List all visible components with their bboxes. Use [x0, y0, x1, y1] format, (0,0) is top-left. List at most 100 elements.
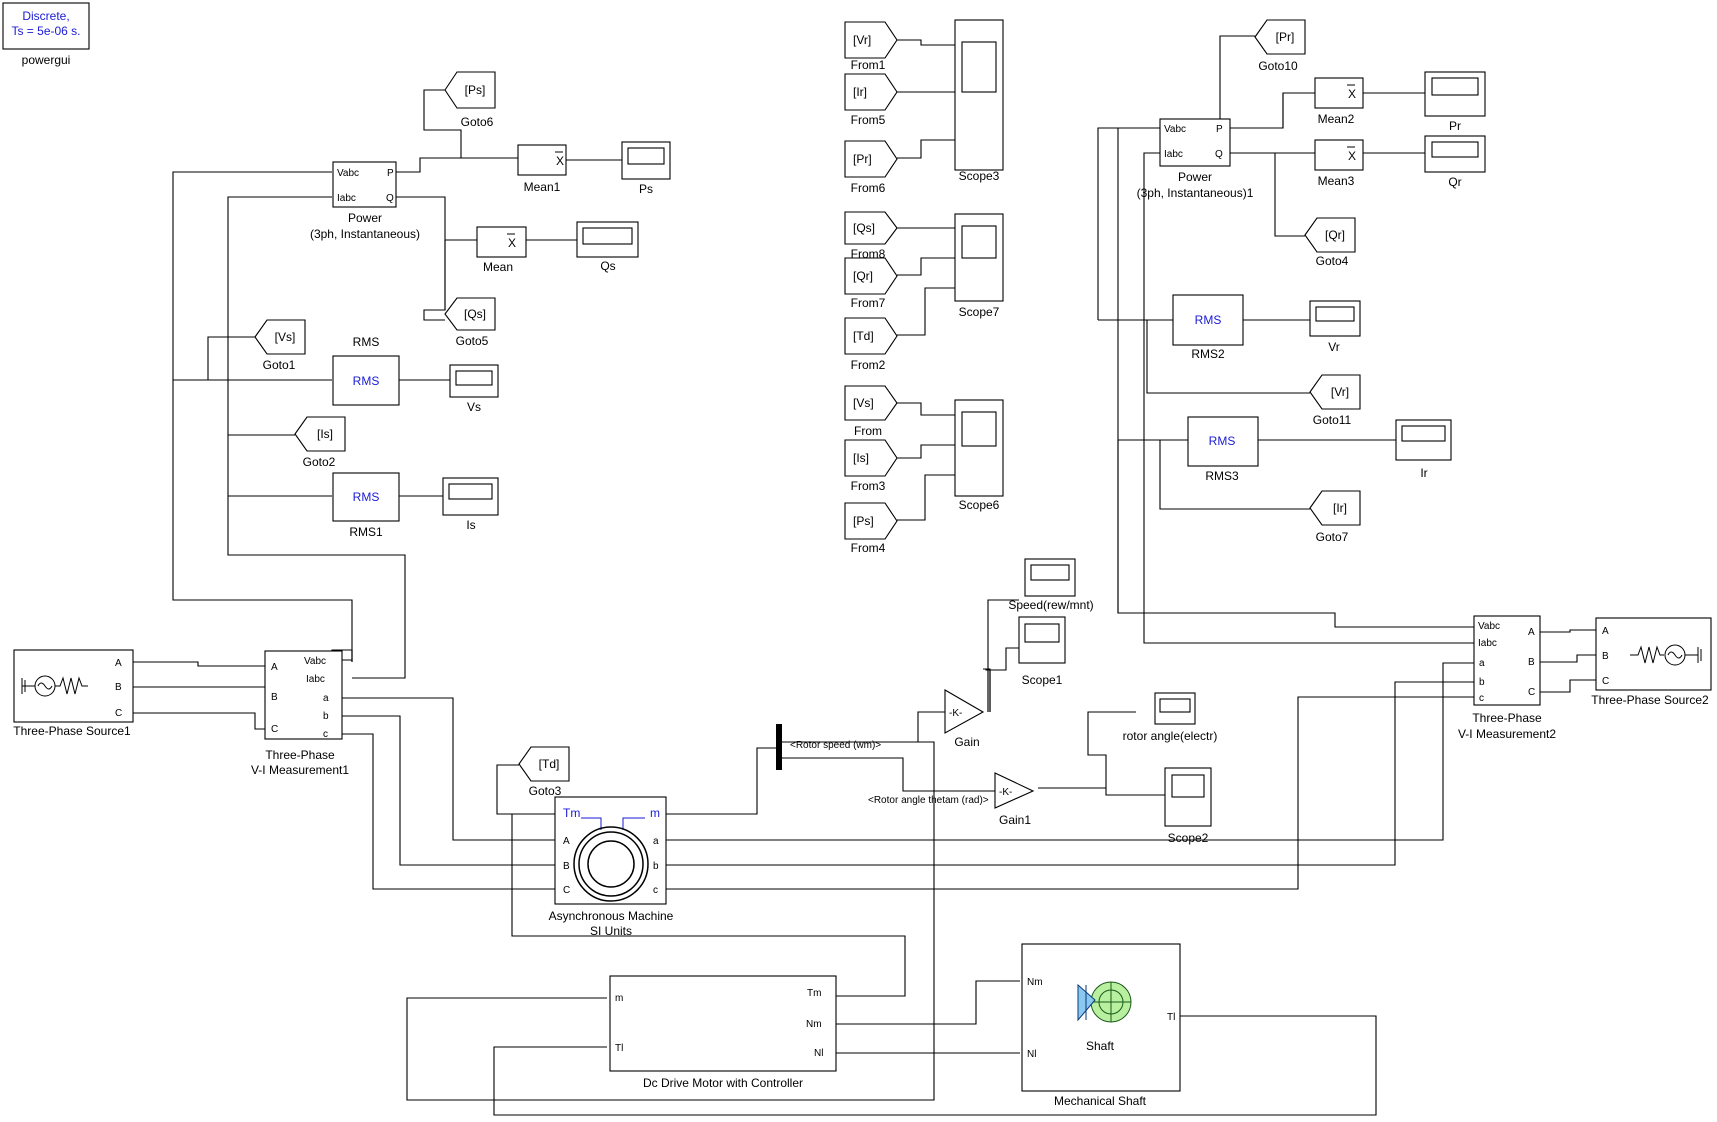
mean-symbol: X: [1348, 87, 1356, 101]
rms2-block[interactable]: RMS RMS2: [1172, 294, 1244, 361]
vi-measurement1[interactable]: A B C Vabc Iabc a b c Three-Phase V-I Me…: [251, 650, 349, 777]
scope7[interactable]: Scope7: [954, 213, 1004, 319]
from-name: From4: [851, 541, 886, 555]
port-label: Nl: [814, 1048, 823, 1059]
rms-block[interactable]: RMS RMS: [332, 335, 400, 406]
goto-name: Goto10: [1258, 59, 1298, 73]
from-block-8[interactable]: [Is]From3: [844, 439, 898, 493]
port-label: Iabc: [306, 674, 325, 685]
power-block1[interactable]: Vabc Iabc P Q Power (3ph, Instantaneous): [310, 161, 420, 241]
from-block-5[interactable]: [Qr]From7: [844, 257, 898, 310]
display-rotor-angle[interactable]: rotor angle(electr): [1123, 692, 1218, 743]
goto-name: Goto3: [529, 784, 562, 798]
goto-block-2[interactable]: [Qs]Goto5: [444, 297, 496, 348]
port-label: P: [387, 168, 394, 179]
from-name: From: [854, 424, 882, 438]
from-block-6[interactable]: [Td]From2: [844, 317, 898, 372]
machine-tm-port: Tm: [563, 806, 580, 820]
display-vs[interactable]: Vs: [449, 364, 499, 414]
goto-block-8[interactable]: [Vr]Goto11: [1309, 374, 1361, 427]
three-phase-source1[interactable]: A B C Three-Phase Source1: [13, 649, 134, 738]
goto-name: Goto7: [1316, 530, 1349, 544]
port-label-c: C: [1602, 676, 1609, 687]
bus-selector[interactable]: <Rotor speed (wm)> <Rotor angle thetam (…: [776, 724, 989, 806]
from-tag: [Qs]: [853, 221, 875, 235]
three-phase-source2[interactable]: A B C Three-Phase Source2: [1591, 617, 1712, 707]
dc-drive-motor-controller[interactable]: m Tl Tm Nm Nl Dc Drive Motor with Contro…: [609, 975, 837, 1090]
scope1[interactable]: Scope1: [1018, 616, 1066, 687]
goto-block-5[interactable]: [Td] Goto3: [518, 746, 570, 798]
display-vr[interactable]: Vr: [1309, 300, 1361, 354]
goto-tag: [Qr]: [1325, 228, 1345, 242]
goto-block-6[interactable]: [Pr]Goto10: [1254, 19, 1306, 73]
scope3[interactable]: Scope3: [954, 19, 1004, 183]
gain-block[interactable]: -K- Gain: [944, 689, 985, 749]
from-tag: [Vr]: [853, 33, 871, 47]
from-block-2[interactable]: [Ir]From5: [844, 73, 898, 127]
scope-label: Scope1: [1022, 673, 1063, 687]
from-block-9[interactable]: [Ps]From4: [844, 502, 898, 555]
mean3-block[interactable]: X Mean3: [1314, 139, 1364, 188]
mechanical-shaft[interactable]: Nm Nl Tl Shaft Mechanical Shaft: [1021, 943, 1181, 1108]
rms1-block[interactable]: RMS RMS1: [332, 472, 400, 539]
goto-tag: [Qs]: [464, 307, 486, 321]
display-speed[interactable]: Speed(rew/mnt): [1008, 558, 1094, 612]
goto-block-3[interactable]: [Vs]Goto1: [254, 319, 306, 372]
scope6[interactable]: Scope6: [954, 399, 1004, 512]
port-label: Q: [1215, 149, 1223, 160]
scope-label: Scope6: [959, 498, 1000, 512]
goto-block-7[interactable]: [Qr]Goto4: [1304, 217, 1356, 268]
source2-label: Three-Phase Source2: [1591, 693, 1709, 707]
machine-m-port: m: [650, 806, 660, 820]
goto-tag: [Td]: [539, 757, 560, 771]
power-block2[interactable]: Vabc Iabc P Q Power (3ph, Instantaneous)…: [1137, 118, 1254, 200]
port-label: A: [1528, 627, 1535, 638]
rms1-label: RMS1: [349, 525, 383, 539]
gain1-block[interactable]: -K- Gain1: [994, 772, 1035, 827]
display-is[interactable]: Is: [442, 477, 499, 532]
rms-text: RMS: [353, 374, 380, 388]
goto-block-4[interactable]: [Is]Goto2: [294, 416, 346, 469]
display-pr[interactable]: Pr: [1424, 71, 1486, 133]
port-label: Vabc: [304, 656, 326, 667]
goto-block-9[interactable]: [Ir]Goto7: [1309, 490, 1361, 544]
goto-name: Goto6: [461, 115, 494, 129]
power2-label2: (3ph, Instantaneous)1: [1137, 186, 1254, 200]
powergui-label: powergui: [22, 53, 71, 67]
vi-measurement2[interactable]: Vabc Iabc a b c A B C Three-Phase V-I Me…: [1458, 615, 1556, 741]
mean2-block[interactable]: X Mean2: [1314, 77, 1364, 126]
goto-tag: [Is]: [317, 427, 333, 441]
rms-text: RMS: [353, 490, 380, 504]
port-label: B: [1528, 657, 1535, 668]
powergui-block[interactable]: Discrete, Ts = 5e-06 s. powergui: [2, 2, 90, 67]
mean1-block[interactable]: X Mean1: [517, 144, 567, 194]
port-label: b: [323, 711, 329, 722]
port-label: a: [323, 693, 329, 704]
from-block-7[interactable]: [Vs]From: [844, 385, 898, 438]
port-label: A: [271, 662, 278, 673]
port-label: Nm: [806, 1019, 822, 1030]
from-tag: [Pr]: [853, 152, 872, 166]
scope-label: Scope2: [1168, 831, 1209, 845]
goto-block-1[interactable]: [Ps]Goto6: [444, 71, 496, 129]
port-label-c: C: [115, 708, 122, 719]
port-label: Vabc: [1478, 621, 1500, 632]
rms3-block[interactable]: RMS RMS3: [1187, 416, 1259, 483]
goto-name: Goto1: [263, 358, 296, 372]
display-qr[interactable]: Qr: [1424, 135, 1486, 189]
port-label-b: B: [1602, 651, 1609, 662]
from-block-4[interactable]: [Qs]From8: [844, 211, 898, 261]
display-ir[interactable]: Ir: [1395, 419, 1452, 480]
from-block-1[interactable]: [Vr]From1: [844, 21, 898, 72]
from-block-3[interactable]: [Pr]From6: [844, 140, 898, 195]
port-label: b: [653, 861, 659, 872]
display-label: Vr: [1328, 340, 1340, 354]
display-ps[interactable]: Ps: [621, 141, 671, 196]
mean-block[interactable]: X Mean: [476, 226, 527, 274]
scope2[interactable]: Scope2: [1164, 767, 1212, 845]
display-qs[interactable]: Qs: [576, 221, 639, 273]
asynchronous-machine[interactable]: Tm m A B C a b c Asynchronous Machine SI…: [549, 796, 674, 938]
display-label: Vs: [467, 400, 481, 414]
sine-source-icon: [21, 675, 88, 697]
port-label: Nm: [1027, 977, 1043, 988]
